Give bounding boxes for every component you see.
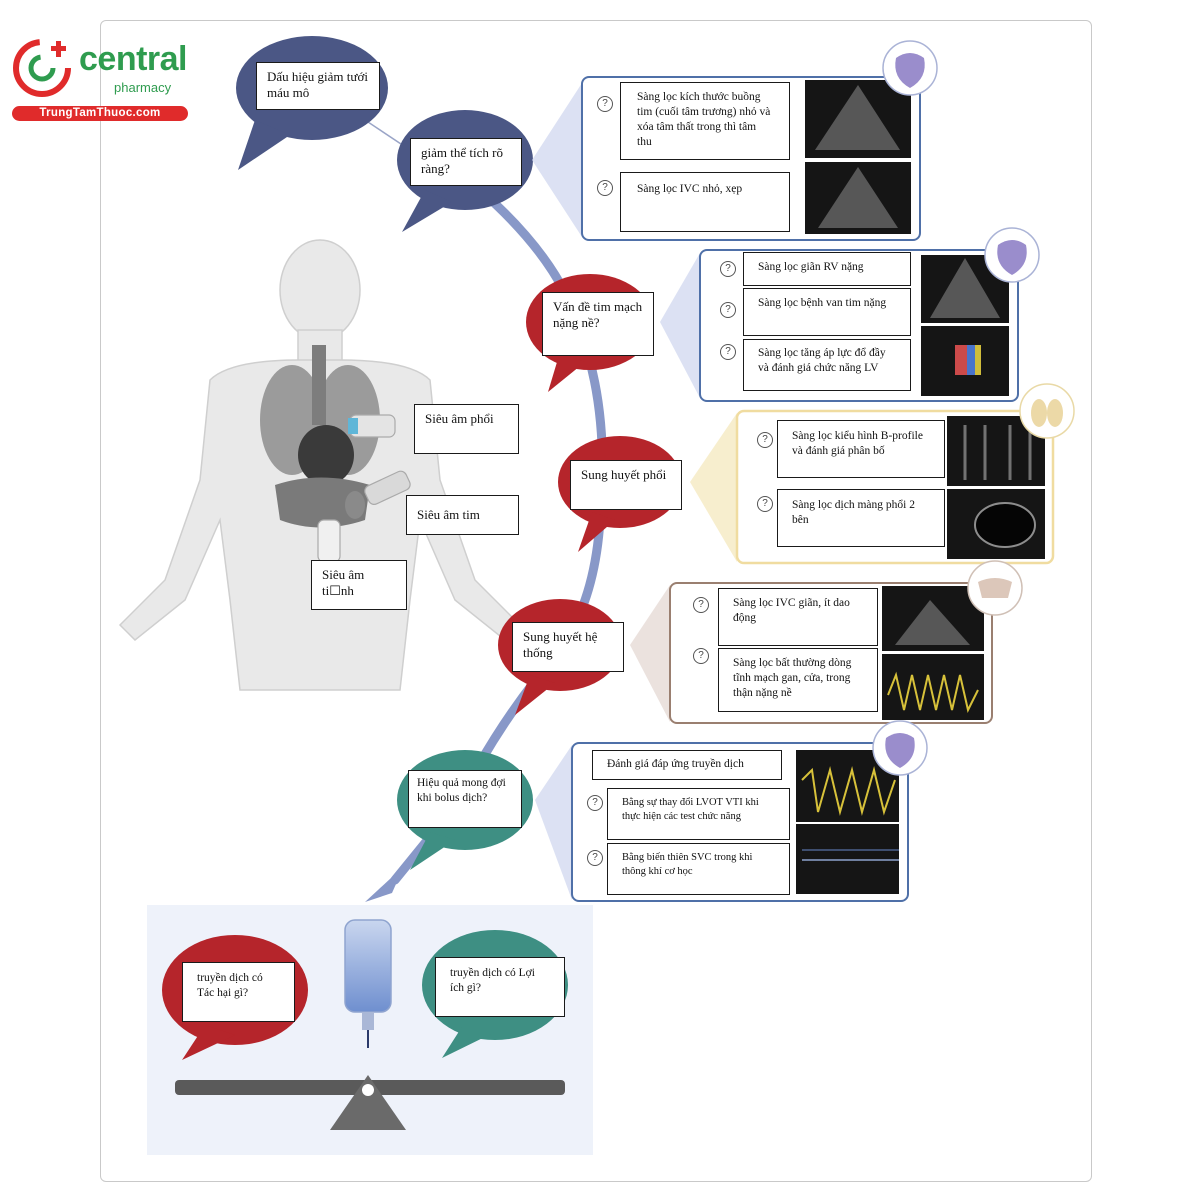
doppler-waves [801,671,979,861]
p3-item-1: Sàng lọc kiểu hình B-profile và đánh giá… [777,420,945,478]
heart-ultrasound-label: Siêu âm tim [406,495,519,535]
question-icon: ? [587,795,603,811]
question-icon: ? [720,302,736,318]
p5-header: Đánh giá đáp ứng truyền dịch [592,750,782,780]
iv-bag-icon [344,919,392,1048]
intro-text: Dấu hiệu giảm tưới máu mô [256,62,380,110]
doppler-color [955,345,981,375]
p1-item-1: Sàng lọc kích thước buồng tim (cuối tâm … [620,82,790,160]
q5-text: Hiệu quả mong đợi khi bolus dịch? [408,770,522,828]
p4-item-1: Sàng lọc IVC giãn, ít dao động [718,588,878,646]
question-icon: ? [757,432,773,448]
vein-ultrasound-label: Siêu âm ti☐nh [311,560,407,610]
question-icon: ? [757,496,773,512]
p2-item-3: Sàng lọc tăng áp lực đổ đầy và đánh giá … [743,339,911,391]
question-icon: ? [720,344,736,360]
question-icon: ? [720,261,736,277]
q1-text: giảm thể tích rõ ràng? [410,138,522,186]
lung-lines [963,425,1032,480]
benefit-text: truyền dịch có Lợi ích gì? [435,957,565,1017]
logo-brand: central [79,40,188,78]
p1-item-2: Sàng lọc IVC nhỏ, xẹp [620,172,790,232]
q2-text: Vấn đề tim mạch nặng nề? [542,292,654,356]
figure-frame [100,20,1092,1182]
harm-text: truyền dịch có Tác hại gì? [182,962,295,1022]
question-icon: ? [587,850,603,866]
p4-item-2: Sàng lọc bất thường dòng tĩnh mạch gan, … [718,648,878,712]
p2-item-1: Sàng lọc giãn RV nặng [743,252,911,286]
question-icon: ? [597,96,613,112]
p5-item-2: Bằng biến thiên SVC trong khi thông khí … [607,843,790,895]
p5-item-1: Bằng sự thay đổi LVOT VTI khi thực hiện … [607,788,790,840]
logo-subtitle: pharmacy [114,80,172,95]
path-arrowhead [365,866,404,902]
q4-text: Sung huyết hệ thống [512,622,624,672]
ultrasound-probes [317,414,411,563]
question-icon: ? [597,180,613,196]
p2-item-2: Sàng lọc bệnh van tim nặng [743,288,911,336]
lung-ultrasound-label: Siêu âm phổi [414,404,519,454]
question-icon: ? [693,648,709,664]
central-pharmacy-logo-icon [13,39,71,97]
p3-item-2: Sàng lọc dịch màng phổi 2 bên [777,489,945,547]
q3-text: Sung huyết phổi [570,460,682,510]
ultrasound-fans [815,85,1000,645]
logo-url-banner[interactable]: TrungTamThuoc.com [12,106,188,121]
question-icon: ? [693,597,709,613]
panel-icons [872,40,1075,776]
scale-icon [175,1075,565,1130]
